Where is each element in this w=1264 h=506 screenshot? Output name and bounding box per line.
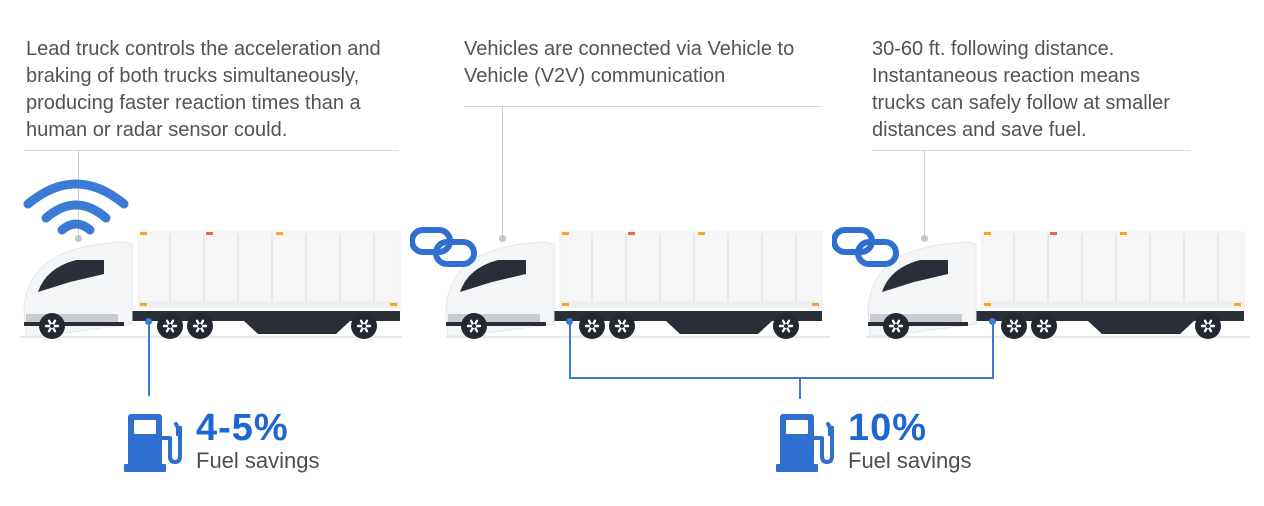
wifi-icon: [23, 179, 129, 235]
lead-caption-divider: [24, 150, 398, 151]
lead-savings-line: [148, 322, 150, 396]
savings-percent: 4-5%: [196, 407, 289, 449]
savings-percent: 10%: [848, 407, 928, 449]
road-segment-2: [446, 336, 830, 338]
lead-fuel-savings: 4-5% Fuel savings: [124, 408, 320, 474]
v2v-leader-dot: [499, 235, 506, 242]
lead-truck: [20, 170, 404, 342]
second-truck: [442, 170, 826, 342]
savings-label: Fuel savings: [196, 448, 320, 473]
v2v-caption: Vehicles are connected via Vehicle to Ve…: [464, 38, 795, 87]
lead-truck-caption: Lead truck controls the acceleration and…: [26, 38, 381, 141]
second-savings-dot: [566, 318, 573, 325]
following-distance-caption: 30-60 ft. following distance. Instantane…: [872, 38, 1170, 141]
convoy-bracket-line: [569, 377, 994, 379]
third-truck: [864, 170, 1248, 342]
distance-leader-line: [924, 150, 925, 238]
distance-caption-divider: [872, 150, 1190, 151]
road-segment-1: [20, 336, 402, 338]
third-savings-line: [992, 322, 994, 378]
savings-label: Fuel savings: [848, 448, 972, 473]
third-savings-dot: [989, 318, 996, 325]
lead-savings-dot: [145, 318, 152, 325]
v2v-caption-divider: [464, 106, 822, 107]
fuel-pump-icon: [776, 412, 836, 474]
chain-link-icon: [832, 226, 900, 268]
lead-leader-line: [78, 150, 79, 238]
chain-link-icon: [410, 226, 478, 268]
convoy-savings-line: [799, 377, 801, 399]
lead-leader-dot: [75, 235, 82, 242]
fuel-pump-icon: [124, 412, 184, 474]
road-segment-3: [866, 336, 1250, 338]
v2v-leader-line: [502, 106, 503, 238]
convoy-fuel-savings: 10% Fuel savings: [776, 408, 972, 474]
second-savings-line: [569, 322, 571, 378]
distance-leader-dot: [921, 235, 928, 242]
